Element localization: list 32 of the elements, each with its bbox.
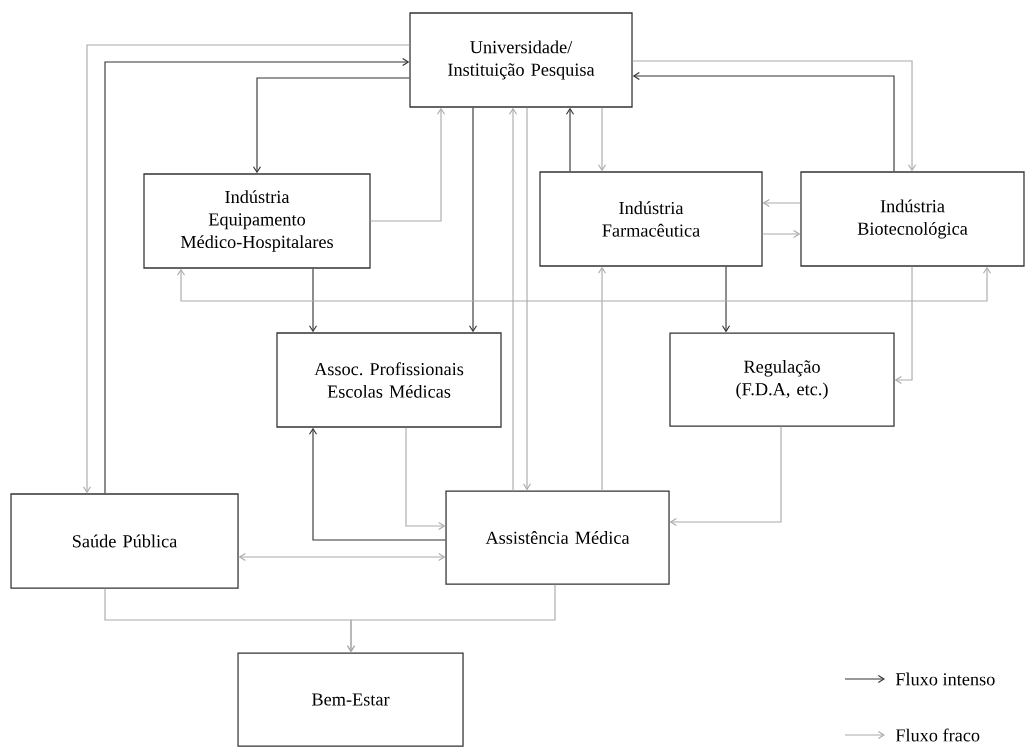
arrow: [176, 266, 992, 302]
arrow: [522, 107, 532, 491]
box: Indústria Biotecnológica: [800, 171, 1025, 267]
box: Indústria Equipamento Médico-Hospitalares: [143, 173, 371, 269]
arrow: [468, 107, 478, 333]
box: Assistência Médica: [445, 490, 670, 585]
arrow: [565, 107, 575, 172]
arrow: [370, 107, 446, 222]
arrow: [308, 427, 446, 541]
arrow: [669, 426, 782, 527]
box: Saúde Pública: [10, 493, 239, 589]
arrow: [508, 107, 518, 491]
arrow: [721, 266, 731, 333]
arrow: [762, 198, 801, 208]
legend-text: Fluxo fraco: [895, 728, 980, 742]
box: Assoc. Profissionais Escolas Médicas: [276, 332, 502, 428]
box: Regulação (F.D.A, etc.): [669, 332, 895, 427]
arrow: [308, 268, 318, 333]
arrow: [597, 107, 607, 172]
box: Universidade/ Instituição Pesquisa: [409, 12, 633, 108]
arrow: [405, 427, 446, 531]
arrow: [632, 60, 917, 172]
arrow: [762, 229, 801, 239]
arrow: [252, 77, 410, 174]
box: Indústria Farmacêutica: [539, 171, 763, 267]
arrow: [346, 584, 556, 653]
legend-text: Fluxo intenso: [895, 672, 995, 686]
arrow: [632, 71, 895, 172]
arrow: [894, 266, 913, 385]
arrow: [238, 552, 446, 562]
box: Bem-Estar: [237, 652, 464, 747]
arrow: [597, 266, 607, 491]
